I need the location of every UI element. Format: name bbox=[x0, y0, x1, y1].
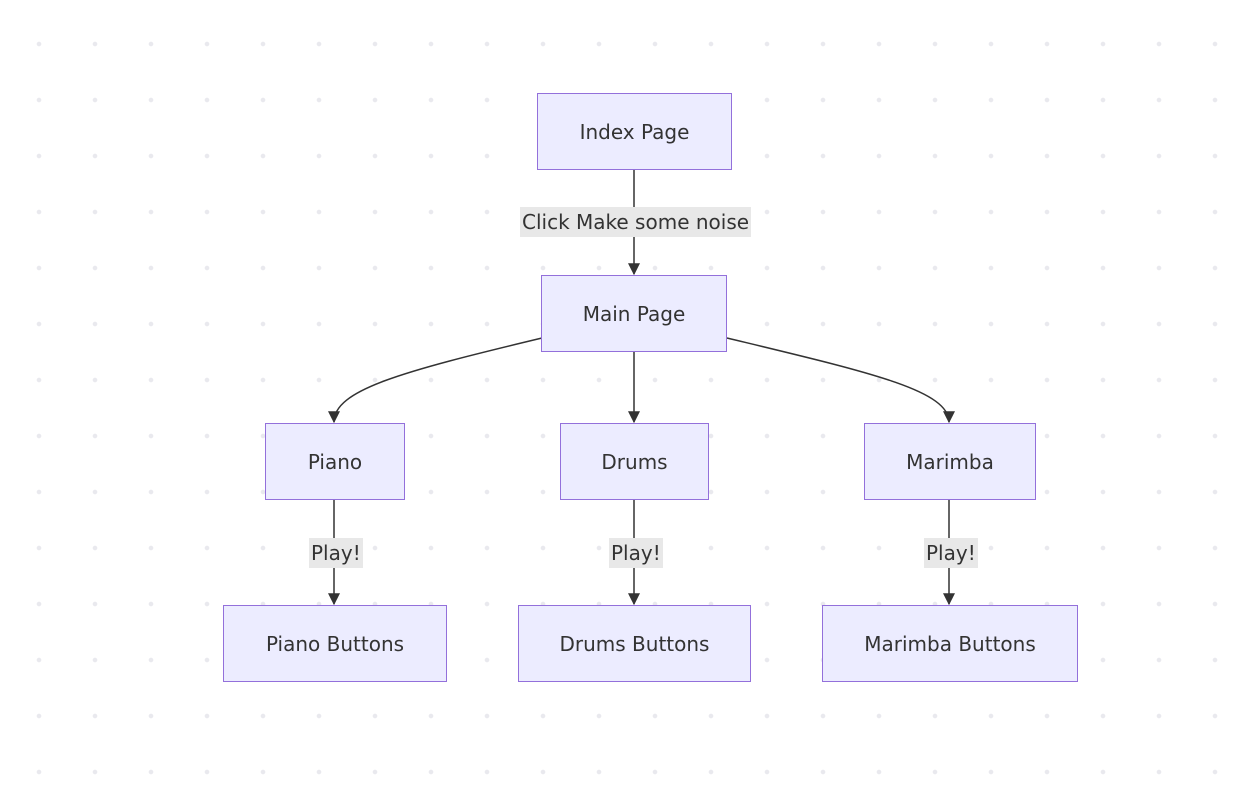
node-marimba-buttons[interactable]: Marimba Buttons bbox=[822, 605, 1078, 682]
edge-label-index-to-main: Click Make some noise bbox=[520, 207, 752, 237]
node-piano[interactable]: Piano bbox=[265, 423, 405, 500]
node-label: Index Page bbox=[579, 119, 690, 144]
edge-main-to-piano bbox=[328, 337, 543, 424]
node-index-page[interactable]: Index Page bbox=[537, 93, 732, 170]
node-label: Drums Buttons bbox=[559, 631, 710, 656]
node-label: Main Page bbox=[582, 301, 686, 326]
node-main-page[interactable]: Main Page bbox=[541, 275, 727, 352]
node-drums-buttons[interactable]: Drums Buttons bbox=[518, 605, 751, 682]
node-drums[interactable]: Drums bbox=[560, 423, 709, 500]
edge-label-drums-play: Play! bbox=[609, 538, 663, 568]
node-label: Marimba bbox=[906, 449, 994, 474]
node-label: Piano bbox=[307, 449, 363, 474]
node-label: Marimba Buttons bbox=[864, 631, 1036, 656]
node-piano-buttons[interactable]: Piano Buttons bbox=[223, 605, 447, 682]
node-label: Drums bbox=[601, 449, 668, 474]
node-marimba[interactable]: Marimba bbox=[864, 423, 1036, 500]
edge-label-piano-play: Play! bbox=[309, 538, 363, 568]
edge-main-to-marimba bbox=[726, 337, 955, 424]
edge-label-marimba-play: Play! bbox=[924, 538, 978, 568]
node-label: Piano Buttons bbox=[265, 631, 405, 656]
